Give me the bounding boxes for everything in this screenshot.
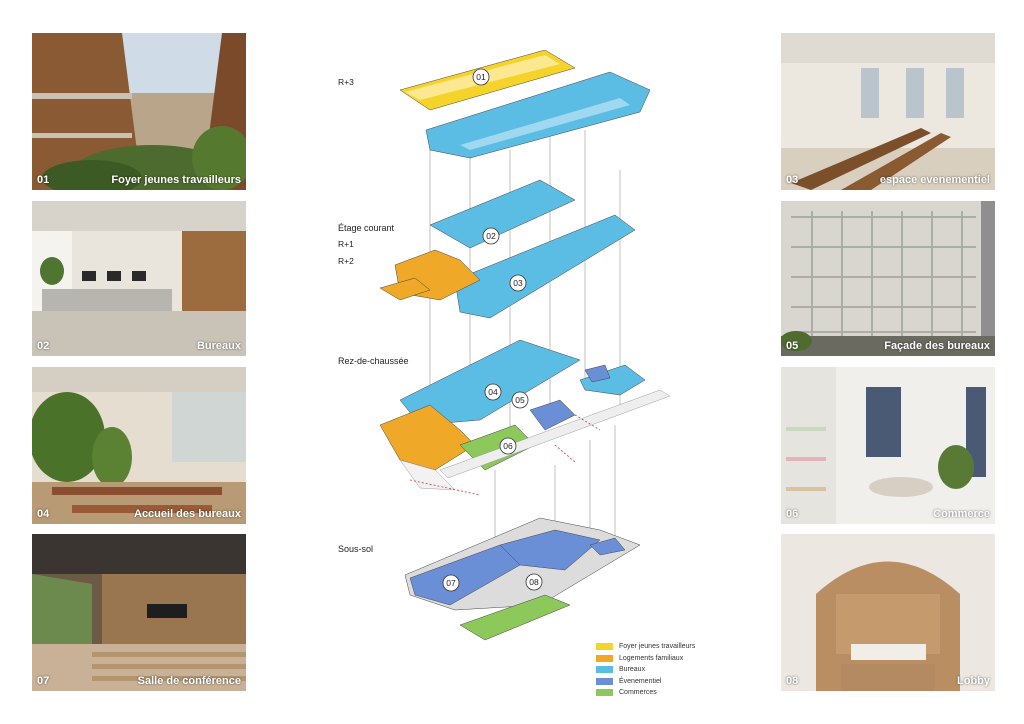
plan-marker-label: 07 [446,578,456,588]
photo-caption: Façade des bureaux [884,340,990,352]
plan-marker-03: 03 [509,274,527,292]
photo-bureaux-image [32,201,246,356]
legend-item-foyer: Foyer jeunes travailleurs [596,641,695,653]
photo-accueil-image [32,367,246,524]
photo-number: 01 [37,174,50,186]
photo-caption: espace evenementiel [879,174,990,186]
plan-marker-label: 03 [513,278,523,288]
photo-04-accueil: 04 Accueil des bureaux [32,367,246,524]
photo-lobby-image [781,534,995,691]
photo-caption: Accueil des bureaux [134,508,241,520]
photo-08-lobby: 08 Lobby [781,534,995,691]
level-label-etage-courant: Étage courant [338,223,395,233]
legend-label: Bureaux [619,666,646,674]
exploded-axonometric-plan: 01 02 03 04 05 06 07 08 [379,50,670,641]
level-etage-courant-floorplan [379,179,636,319]
legend-item-commerces: Commerces [596,687,695,699]
photo-caption: Foyer jeunes travailleurs [111,174,241,186]
legend-label: Foyer jeunes travailleurs [619,643,696,651]
photo-05-facade: 05 Façade des bureaux [781,201,995,356]
plan-marker-04: 04 [484,383,502,401]
photo-foyer-image [32,33,246,190]
photo-06-commerce: 06 Commerce [781,367,995,524]
level-label-r1: R+1 [338,239,354,249]
photo-facade-image [781,201,995,356]
entrance-arrows [409,414,601,496]
photo-evenementiel-image [781,33,995,190]
legend-item-bureaux: Bureaux [596,664,695,676]
plan-marker-06: 06 [499,437,517,455]
plan-marker-08: 08 [525,573,543,591]
plan-marker-01: 01 [472,68,490,86]
level-label-r3: R+3 [338,77,354,87]
plan-marker-label: 02 [486,231,496,241]
plan-marker-label: 04 [488,387,498,397]
photo-number: 07 [37,675,50,687]
level-rdc-floorplan [379,339,670,491]
plan-marker-02: 02 [482,227,500,245]
photo-number: 05 [786,340,799,352]
photo-number: 02 [37,340,50,352]
photo-01-foyer: 01 Foyer jeunes travailleurs [32,33,246,190]
plan-marker-label: 05 [515,395,525,405]
legend-item-logements: Logements familiaux [596,653,695,665]
photo-03-evenementiel: 03 espace evenementiel [781,33,995,190]
photo-conference-image [32,534,246,691]
photo-caption: Commerce [933,508,990,520]
level-sous-sol-floorplan [404,517,641,641]
legend-label: Évenementiel [619,677,662,685]
plan-marker-05: 05 [511,391,529,409]
photo-caption: Salle de conférence [137,675,241,687]
plan-marker-label: 06 [503,441,513,451]
legend-label: Commerces [619,689,657,697]
level-r3-floorplan [399,50,651,159]
photo-02-bureaux: 02 Bureaux [32,201,246,356]
legend: Foyer jeunes travailleurs Logements fami… [596,641,695,699]
photo-commerce-image [781,367,995,524]
plan-marker-label: 01 [476,72,486,82]
photo-number: 08 [786,675,799,687]
level-label-sous-sol: Sous-sol [338,544,374,554]
photo-number: 03 [786,174,799,186]
photo-number: 04 [37,508,50,520]
legend-label: Logements familiaux [619,654,684,662]
level-label-rdc: Rez-de-chaussée [338,356,409,366]
photo-number: 06 [786,508,799,520]
photo-caption: Bureaux [196,340,241,352]
photo-07-conference: 07 Salle de conférence [32,534,246,691]
plan-marker-label: 08 [529,577,539,587]
level-label-r2: R+2 [338,256,354,266]
plan-marker-07: 07 [442,574,460,592]
legend-item-evenementiel: Évenementiel [596,676,695,688]
plan-markers: 01 02 03 04 05 06 07 08 [442,68,543,592]
photo-caption: Lobby [957,675,990,687]
